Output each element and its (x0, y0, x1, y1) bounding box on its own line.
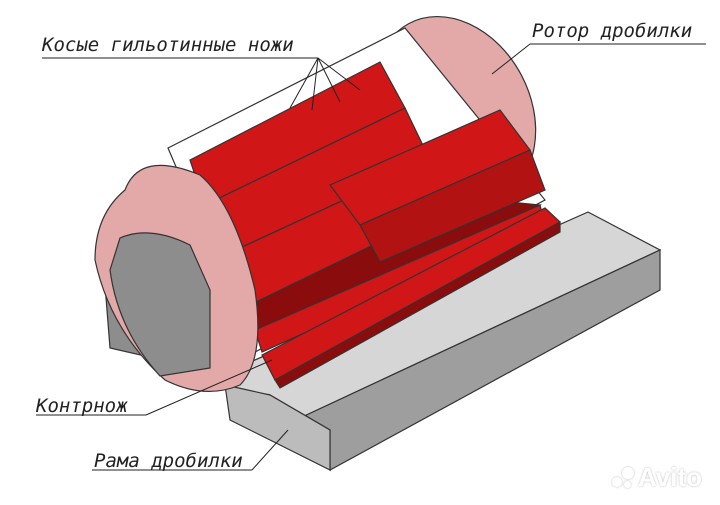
avito-logo-icon (612, 466, 634, 489)
avito-watermark: Avito (612, 462, 702, 493)
rotor-body (167, 27, 546, 353)
label-rotor: Ротор дробилки (532, 20, 693, 42)
avito-watermark-text: Avito (638, 462, 703, 492)
counter-knife (261, 207, 562, 389)
label-frame: Рама дробилки (94, 450, 243, 472)
frame-base (208, 211, 662, 472)
rotor-near-disk (94, 164, 259, 393)
leader-lines (36, 43, 706, 471)
label-counter-knife: Контрнож (36, 395, 128, 417)
label-knives: Косые гильотинные ножи (42, 34, 294, 56)
